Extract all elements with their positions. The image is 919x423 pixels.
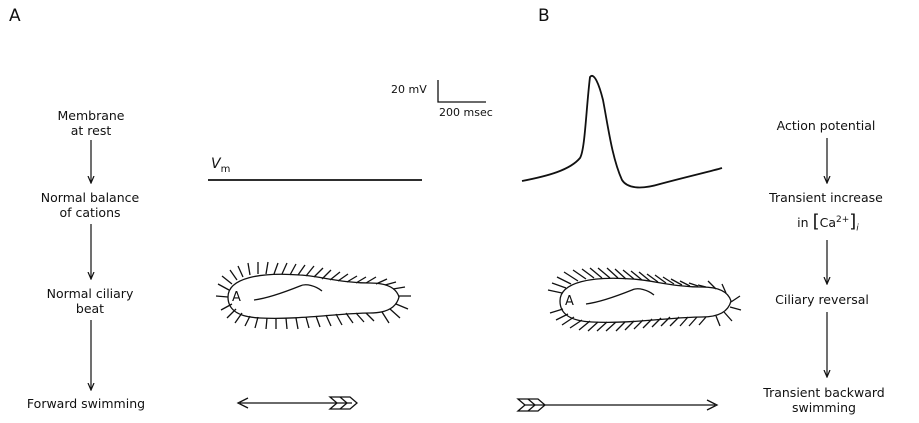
forward-swimming-arrow [238, 397, 357, 409]
paramecium-normal [216, 262, 411, 329]
action-potential-trace [522, 76, 722, 188]
paramecium-reversed [548, 268, 741, 331]
backward-swimming-arrow [518, 399, 717, 411]
scale-bar [438, 80, 486, 102]
